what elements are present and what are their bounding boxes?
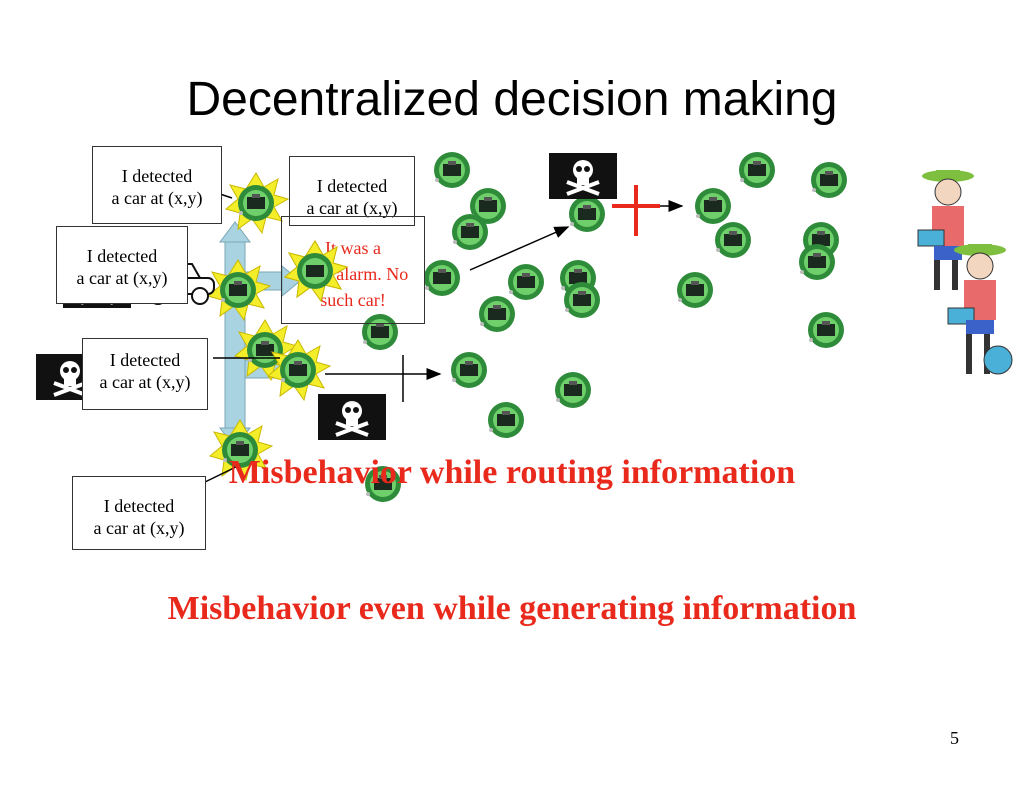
callout-detected-lower-left: I detected a car at (x,y) <box>82 338 208 410</box>
headline-generating: Misbehavior even while generating inform… <box>167 590 857 627</box>
flow-arrows <box>204 189 570 483</box>
slide-title: Decentralized decision making <box>186 73 838 126</box>
headline-routing: Misbehavior while routing information <box>228 454 796 491</box>
callout-detected-mid-left: I detected a car at (x,y) <box>56 226 188 304</box>
base-station-users <box>917 170 1013 375</box>
callout-detected-top-left: I detected a car at (x,y) <box>92 146 222 224</box>
callout-detected-bottom: I detected a car at (x,y) <box>72 476 206 550</box>
callout-detected-top-center: I detected a car at (x,y) <box>289 156 415 226</box>
page-number: 5 <box>950 728 959 748</box>
blocked-link <box>612 185 660 236</box>
